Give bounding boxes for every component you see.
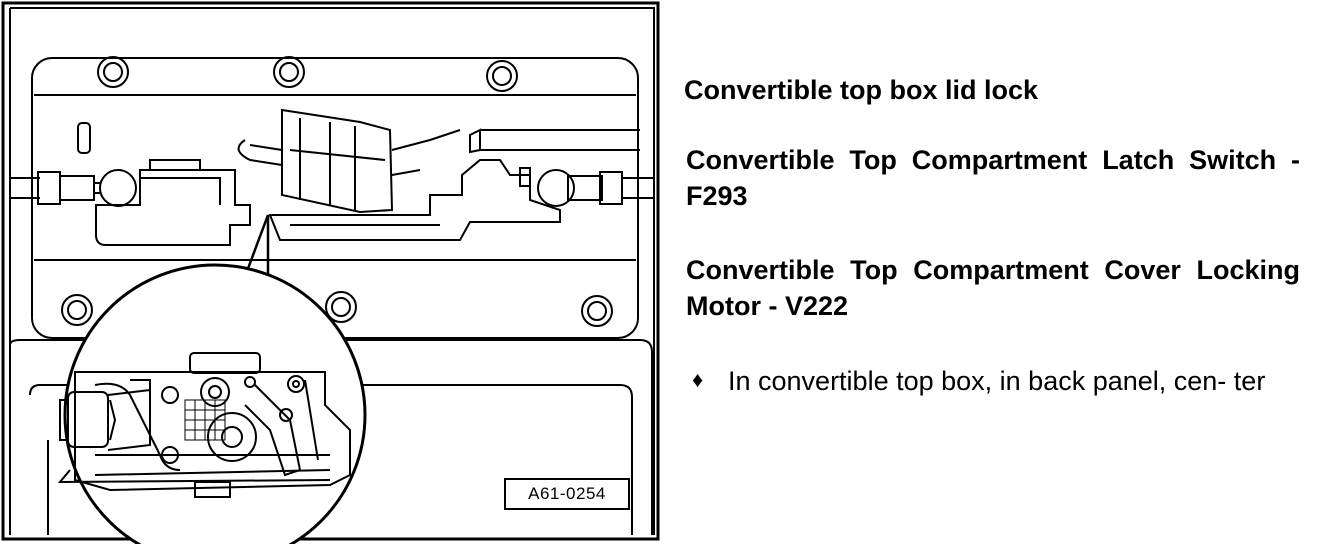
electrical-connector <box>237 108 461 214</box>
heading-latch-switch: Convertible Top Compartment Latch Switch… <box>686 145 1300 211</box>
heading-lid-lock: Convertible top box lid lock <box>684 75 1039 105</box>
bolt-top-right <box>486 60 518 92</box>
bolt-top-center <box>273 56 305 88</box>
heading-locking-motor: Convertible Top Compartment Cover Lockin… <box>686 255 1300 321</box>
line-drawing <box>1 1 660 544</box>
location-bullet: ♦ In convertible top box, in back panel,… <box>686 363 1300 399</box>
bolt-bottom-right <box>581 295 613 327</box>
bolt-top-left <box>97 56 129 88</box>
location-text: In convertible top box, in back panel, c… <box>728 366 1266 396</box>
motor-foot <box>194 481 231 498</box>
motor-top-cap <box>189 352 261 374</box>
latch-ball-right <box>537 169 575 207</box>
cable-end-left <box>37 171 61 205</box>
gear-large <box>207 412 257 462</box>
diamond-bullet-icon: ♦ <box>692 367 704 392</box>
bolt-bottom-center <box>325 291 357 323</box>
figure-border <box>1 1 660 541</box>
component-illustration: A61-0254 <box>1 1 660 544</box>
latch-ball-left <box>99 169 137 207</box>
bolt-bottom-left <box>61 294 93 326</box>
locking-motor-detail <box>57 352 351 498</box>
figure-reference-label: A61-0254 <box>504 478 630 510</box>
cable-end-right <box>599 171 623 205</box>
